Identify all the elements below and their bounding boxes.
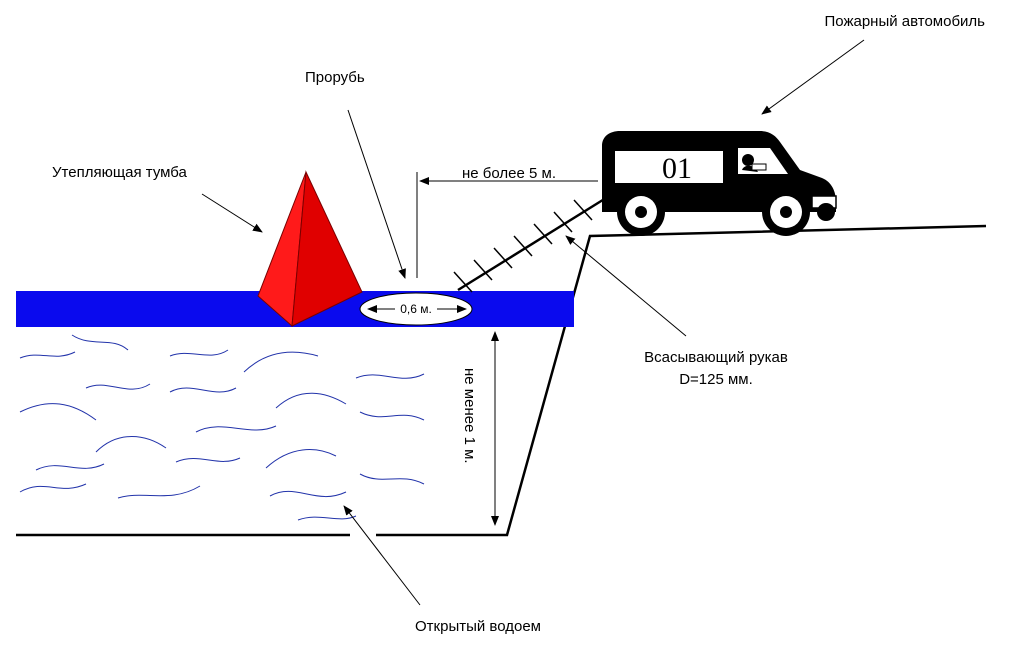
open-water-label: Открытый водоем — [415, 618, 541, 635]
ice-hole — [359, 292, 473, 326]
fire-truck-label: Пожарный автомобиль — [824, 13, 985, 30]
suction-hose-diameter-label: D=125 мм. — [679, 371, 753, 388]
insulating-pedestal — [257, 170, 363, 328]
open-water-leader — [343, 505, 421, 606]
ice-hole-leader — [347, 109, 406, 279]
hole-width-label: 0,6 м. — [400, 302, 432, 316]
suction-hose-leader — [565, 235, 687, 337]
fire-truck-leader — [761, 39, 865, 115]
fire-truck — [602, 131, 837, 236]
pedestal-leader — [201, 193, 263, 233]
min-depth-label: не менее 1 м. — [461, 368, 478, 464]
max-distance-label: не более 5 м. — [462, 165, 556, 182]
ice-hole-label: Прорубь — [305, 69, 365, 86]
suction-hose-label: Всасывающий рукав — [644, 349, 788, 366]
insulating-pedestal-label: Утепляющая тумба — [52, 164, 188, 181]
suction-hose — [453, 196, 607, 293]
ground-profile — [16, 224, 987, 537]
truck-number-plate — [613, 149, 725, 185]
truck-number: 01 — [662, 152, 692, 185]
distance-marker — [416, 172, 598, 278]
water-waves — [19, 334, 425, 521]
